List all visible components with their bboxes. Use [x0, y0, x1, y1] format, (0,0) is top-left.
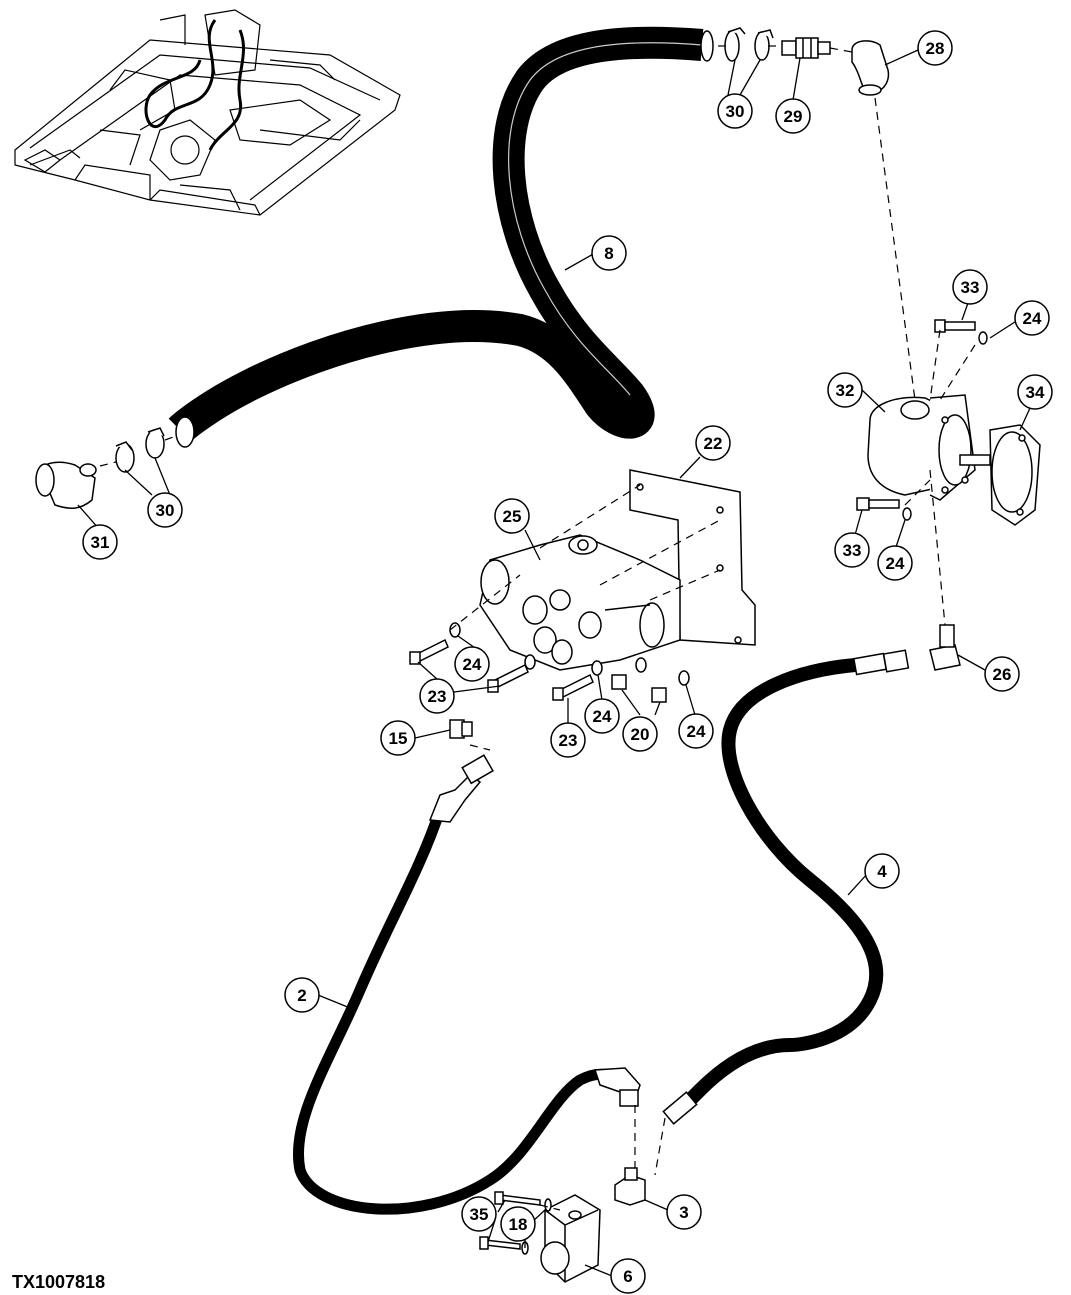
callout-23-left: 23	[419, 678, 455, 714]
callout-3: 3	[666, 1194, 702, 1230]
hose-8-end-left	[175, 416, 195, 448]
tee-fitting-3	[614, 1167, 646, 1206]
gasket-flange-34	[989, 424, 1041, 526]
hose-4	[680, 658, 884, 1110]
callout-31-label: 31	[91, 533, 110, 552]
bolts-35-washers-18	[479, 1191, 552, 1255]
elbow-fitting-31	[35, 461, 97, 510]
callout-25-label: 25	[503, 507, 522, 526]
pump-32	[867, 394, 991, 501]
callout-24-top: 24	[1014, 300, 1050, 336]
callout-6: 6	[610, 1258, 646, 1294]
washer-24-top	[978, 331, 988, 345]
callout-24-valve-right: 24	[678, 713, 714, 749]
figure-id: TX1007818	[12, 1272, 105, 1292]
callout-3-label: 3	[679, 1203, 688, 1222]
callout-32: 32	[827, 372, 863, 408]
callout-33-top-label: 33	[961, 278, 980, 297]
callout-28-label: 28	[926, 39, 945, 58]
washer-24-pump-bottom	[902, 507, 912, 521]
elbow-fitting-26	[929, 624, 961, 671]
callout-24-valve-right-label: 24	[687, 722, 706, 741]
control-valve-25	[479, 534, 681, 671]
callout-29-label: 29	[784, 107, 803, 126]
callout-33-bottom-label: 33	[843, 541, 862, 560]
callout-22-label: 22	[704, 434, 723, 453]
relief-valve-6	[540, 1194, 601, 1283]
callout-23-left-label: 23	[428, 687, 447, 706]
callout-23-bottom-label: 23	[559, 731, 578, 750]
machine-overview-inset	[14, 9, 401, 216]
callout-34-label: 34	[1026, 383, 1045, 402]
callout-29: 29	[775, 98, 811, 134]
callout-8: 8	[591, 235, 627, 271]
callout-35: 35	[461, 1196, 497, 1232]
hose-clamp-pair-top	[724, 27, 774, 62]
hose-2-end-fittings	[428, 754, 641, 1107]
callout-20: 20	[622, 716, 658, 752]
inset-harness	[144, 19, 245, 151]
callout-24-valve-mid-label: 24	[593, 707, 612, 726]
callout-34: 34	[1017, 374, 1053, 410]
callout-4-label: 4	[877, 862, 887, 881]
callout-32-label: 32	[836, 381, 855, 400]
bolt-33-top	[934, 319, 976, 333]
fitting-15	[449, 719, 473, 739]
callout-24-valve-left: 24	[454, 646, 490, 682]
callout-26: 26	[984, 656, 1020, 692]
plugs-20	[611, 674, 667, 703]
callout-22: 22	[695, 425, 731, 461]
valve-bolts-23	[409, 638, 594, 701]
callout-6-label: 6	[623, 1267, 632, 1286]
callout-26-label: 26	[993, 665, 1012, 684]
callout-24-valve-left-label: 24	[463, 655, 482, 674]
callout-33-top: 33	[952, 269, 988, 305]
callout-30-top-label: 30	[726, 102, 745, 121]
callout-31: 31	[82, 524, 118, 560]
adapter-fitting-29	[781, 37, 831, 59]
callout-24-pump: 24	[877, 545, 913, 581]
callout-30-left-label: 30	[156, 501, 175, 520]
callout-4: 4	[864, 853, 900, 889]
callout-15-label: 15	[389, 729, 408, 748]
hose-4-end-fittings	[662, 649, 910, 1125]
callout-2-label: 2	[297, 986, 306, 1005]
valve-washers-24	[449, 622, 690, 686]
callout-25: 25	[494, 498, 530, 534]
hose-2	[293, 808, 619, 1215]
callout-24-top-label: 24	[1023, 309, 1042, 328]
callout-24-valve-mid: 24	[584, 698, 620, 734]
callout-2: 2	[284, 977, 320, 1013]
hose-8-end-right	[700, 30, 714, 62]
hose-8	[168, 26, 704, 442]
bolt-33-bottom	[856, 497, 900, 511]
callout-15: 15	[380, 720, 416, 756]
elbow-fitting-28	[851, 40, 890, 96]
callout-20-label: 20	[631, 725, 650, 744]
hose-clamp-pair-left	[115, 427, 165, 473]
callout-18-label: 18	[509, 1215, 528, 1234]
callout-28: 28	[917, 30, 953, 66]
callout-33-bottom: 33	[834, 532, 870, 568]
callout-18: 18	[500, 1206, 536, 1242]
callout-24-pump-label: 24	[886, 554, 905, 573]
callout-35-label: 35	[470, 1205, 489, 1224]
callout-23-bottom: 23	[550, 722, 586, 758]
callout-8-label: 8	[604, 244, 613, 263]
alignment-lines	[99, 45, 976, 1211]
callout-30-top: 30	[717, 93, 753, 129]
callout-30-left: 30	[147, 492, 183, 528]
